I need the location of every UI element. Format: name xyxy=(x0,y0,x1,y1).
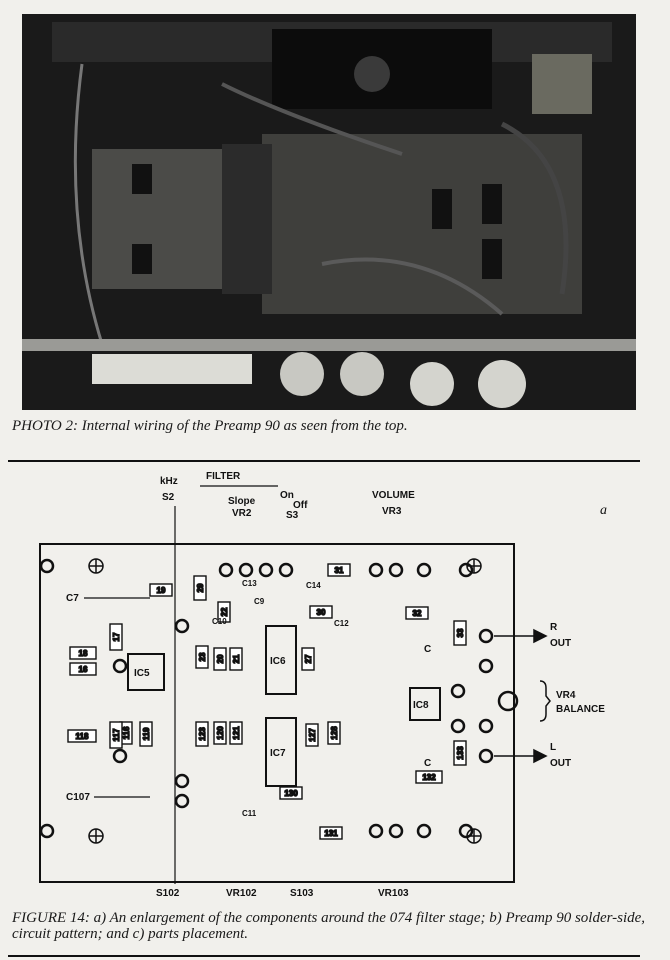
r-out-label-2: OUT xyxy=(550,638,571,649)
volume-label: VOLUME xyxy=(372,490,415,501)
resistor-label-128: 128 xyxy=(330,726,339,740)
resistor-label-18: 18 xyxy=(79,649,88,658)
cap-c9: C9 xyxy=(254,597,265,606)
resistor-131 xyxy=(319,826,343,840)
resistor-label-20: 20 xyxy=(216,654,225,663)
figure-caption: FIGURE 14: a) An enlargement of the comp… xyxy=(12,910,646,942)
resistor-119 xyxy=(139,721,153,747)
resistor-19 xyxy=(149,583,173,597)
resistor-123 xyxy=(195,721,209,747)
ic7-label: IC7 xyxy=(270,748,286,759)
khz-label: kHz xyxy=(160,476,178,487)
vr4-label: VR4 xyxy=(556,690,576,701)
internal-wiring-photo xyxy=(22,14,636,410)
vr103-label: VR103 xyxy=(378,888,409,899)
resistor-label-23: 23 xyxy=(198,652,207,661)
balance-label: BALANCE xyxy=(556,704,605,715)
vr3-label: VR3 xyxy=(382,506,402,517)
resistor-128 xyxy=(327,721,341,745)
resistor-label-131: 131 xyxy=(324,829,338,838)
cap-c12: C12 xyxy=(334,619,349,628)
resistor-label-22: 22 xyxy=(220,607,229,616)
ic5-label: IC5 xyxy=(134,668,150,679)
resistor-121 xyxy=(229,721,243,745)
filter-label: FILTER xyxy=(206,471,241,482)
l-out-label: L xyxy=(550,742,556,753)
resistor-127 xyxy=(305,723,319,747)
r-out-label: R xyxy=(550,622,558,633)
off-label: Off xyxy=(293,500,308,511)
resistor-label-123: 123 xyxy=(198,727,207,741)
resistor-33 xyxy=(453,620,467,646)
resistor-label-119: 119 xyxy=(142,727,151,740)
resistor-label-31: 31 xyxy=(335,566,344,575)
vr2-label: VR2 xyxy=(232,508,252,519)
photo-caption: PHOTO 2: Internal wiring of the Preamp 9… xyxy=(12,418,408,434)
resistor-label-16: 16 xyxy=(79,665,88,674)
resistor-label-21: 21 xyxy=(232,654,241,663)
cap-c11: C11 xyxy=(242,809,257,818)
resistor-label-127: 127 xyxy=(308,728,317,742)
panel-letter: a xyxy=(600,503,607,518)
resistor-18 xyxy=(69,646,97,660)
resistor-label-19: 19 xyxy=(157,586,166,595)
cap-c13: C13 xyxy=(242,579,257,588)
resistor-label-130: 130 xyxy=(284,789,298,798)
resistor-22 xyxy=(217,601,231,623)
resistor-132 xyxy=(415,770,443,784)
on-label: On xyxy=(280,490,294,501)
resistor-16 xyxy=(69,662,97,676)
resistor-label-29: 29 xyxy=(196,583,205,592)
resistor-21 xyxy=(229,647,243,671)
ic6-label: IC6 xyxy=(270,656,286,667)
resistor-118 xyxy=(67,729,97,743)
resistor-label-17: 17 xyxy=(112,632,121,641)
divider-top xyxy=(8,460,640,462)
l-out-label-2: OUT xyxy=(550,758,571,769)
cap-c14: C14 xyxy=(306,581,321,590)
resistor-30 xyxy=(309,605,333,619)
parts-placement-figure: kHz FILTER S2 Slope VR2 On Off S3 VOLUME… xyxy=(39,471,607,899)
resistor-32 xyxy=(405,606,429,620)
resistor-label-33: 33 xyxy=(456,628,465,637)
resistor-label-132: 132 xyxy=(422,773,436,782)
resistor-29 xyxy=(193,575,207,601)
resistor-label-133: 133 xyxy=(456,746,465,760)
c-bottom-label: C xyxy=(424,758,431,769)
divider-bottom xyxy=(8,955,640,957)
resistor-label-121: 121 xyxy=(232,726,241,740)
resistor-label-118: 118 xyxy=(76,732,89,741)
resistor-label-27: 27 xyxy=(304,654,313,663)
resistor-label-116: 116 xyxy=(122,726,131,739)
s3-label: S3 xyxy=(286,510,299,521)
resistor-17 xyxy=(109,623,123,651)
c7-label: C7 xyxy=(66,593,79,604)
resistor-120 xyxy=(213,721,227,745)
c-top-label: C xyxy=(424,644,431,655)
cap-c10: C10 xyxy=(212,617,227,626)
resistor-label-30: 30 xyxy=(317,608,326,617)
s102-label: S102 xyxy=(156,888,180,899)
resistor-23 xyxy=(195,645,209,669)
s103-label: S103 xyxy=(290,888,314,899)
resistor-label-32: 32 xyxy=(413,609,422,618)
resistor-20 xyxy=(213,647,227,671)
resistor-117 xyxy=(109,721,123,749)
resistor-133 xyxy=(453,740,467,766)
resistor-label-117: 117 xyxy=(112,728,121,741)
slope-label: Slope xyxy=(228,496,256,507)
resistor-31 xyxy=(327,563,351,577)
resistor-130 xyxy=(279,786,303,800)
vr102-label: VR102 xyxy=(226,888,257,899)
s2-label: S2 xyxy=(162,492,175,503)
resistor-27 xyxy=(301,647,315,671)
ic8-label: IC8 xyxy=(413,700,429,711)
c107-label: C107 xyxy=(66,792,90,803)
resistor-label-120: 120 xyxy=(216,726,225,740)
